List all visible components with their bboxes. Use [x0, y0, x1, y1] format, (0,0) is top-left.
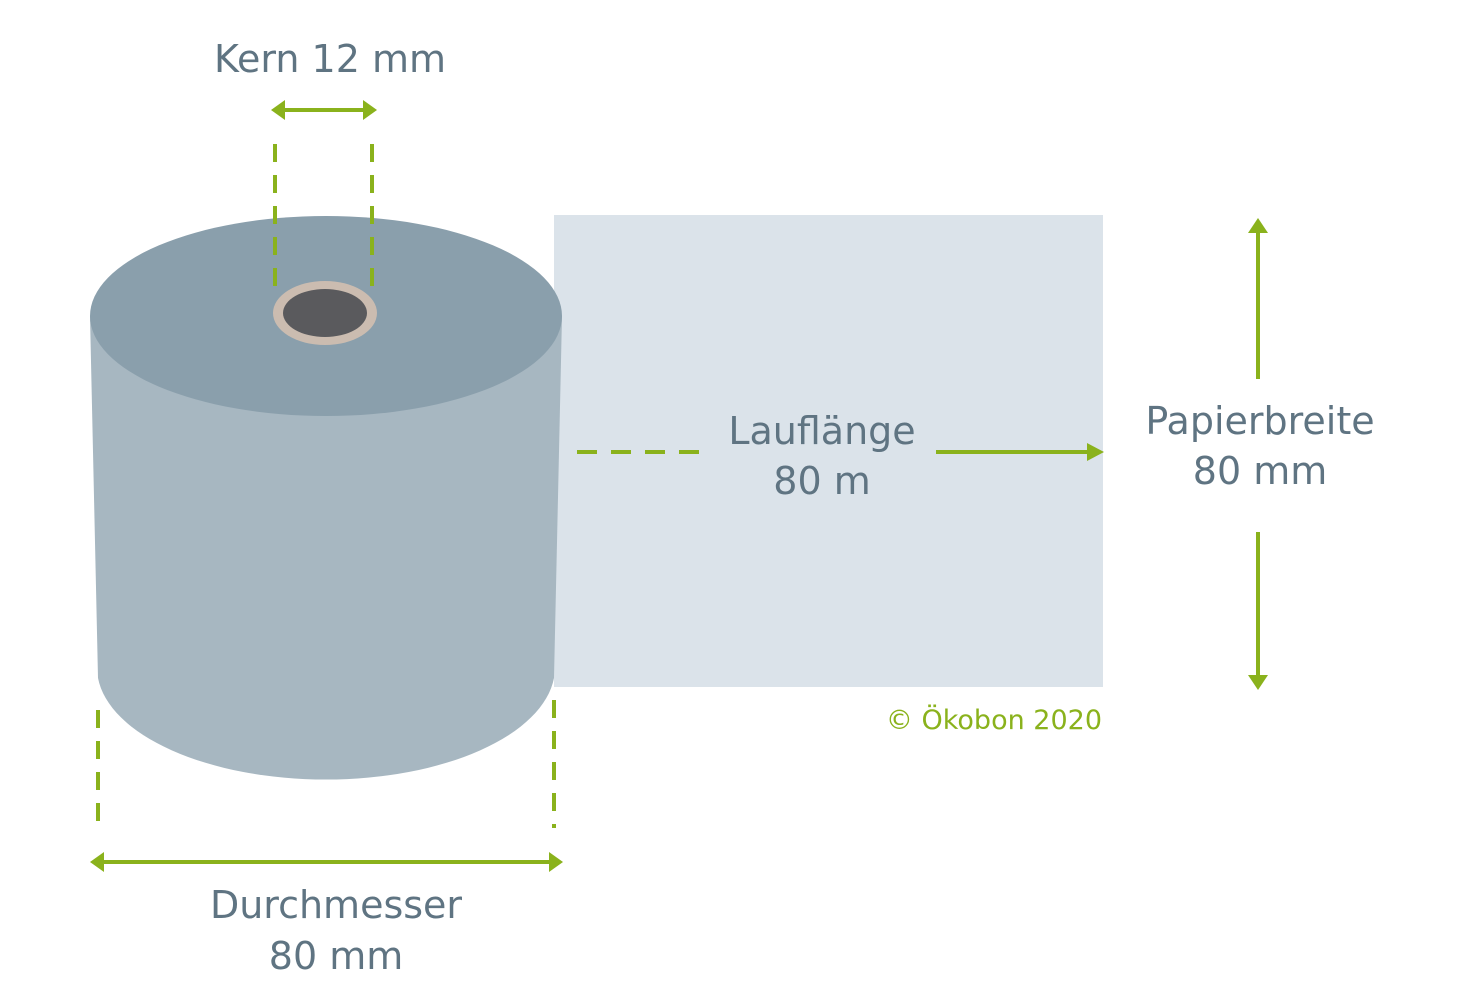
core-hole	[283, 289, 367, 337]
copyright-text: © Ökobon 2020	[886, 704, 1102, 736]
paper-width-title: Papierbreite	[1145, 399, 1374, 443]
run-length-arrowhead	[1087, 443, 1104, 461]
diameter-dimension	[96, 700, 556, 864]
diameter-title: Durchmesser	[210, 883, 462, 927]
roll-side	[90, 316, 562, 780]
core-dimension	[273, 108, 374, 298]
run-length-value: 80 m	[773, 459, 870, 503]
core-arrowheads	[271, 100, 377, 120]
core-label: Kern 12 mm	[214, 37, 446, 81]
paper-width-arrowheads	[1248, 218, 1268, 690]
run-length-title: Lauflänge	[728, 409, 915, 453]
paper-width-value: 80 mm	[1193, 449, 1327, 493]
diameter-value: 80 mm	[269, 934, 403, 978]
diameter-arrowheads	[90, 852, 563, 872]
